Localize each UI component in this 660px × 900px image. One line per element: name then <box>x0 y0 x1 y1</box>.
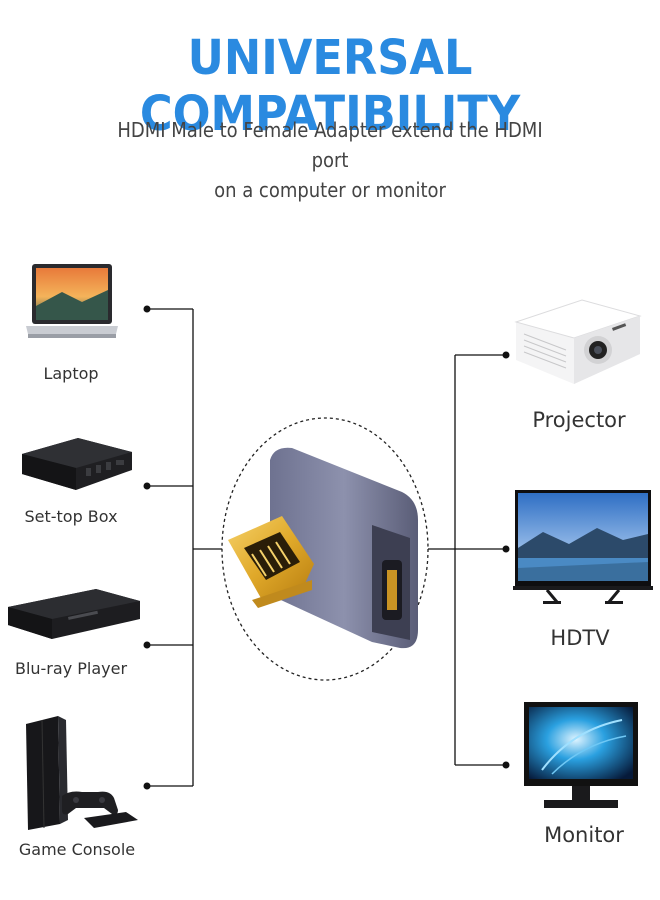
page-subtitle: HDMI Male to Female Adapter extend the H… <box>100 115 560 205</box>
game-console-icon <box>26 716 138 830</box>
subtitle-line-1: HDMI Male to Female Adapter extend the H… <box>117 118 543 172</box>
monitor-icon <box>524 702 638 808</box>
projector-icon <box>514 299 642 384</box>
hdmi-adapter-icon <box>228 447 418 649</box>
subtitle-line-2: on a computer or monitor <box>214 178 446 202</box>
device-label-monitor: Monitor <box>544 823 624 847</box>
device-label-hdtv: HDTV <box>550 626 610 650</box>
page-title: UNIVERSAL COMPATIBILITY <box>139 30 521 142</box>
laptop-icon <box>26 264 118 338</box>
device-label-game-console: Game Console <box>18 840 136 859</box>
device-label-blu-ray-player: Blu-ray Player <box>14 659 128 678</box>
set-top-box-icon <box>22 438 132 490</box>
hdtv-icon <box>513 490 653 604</box>
device-label-projector: Projector <box>532 408 626 432</box>
blu-ray-player-icon <box>8 589 140 639</box>
device-label-laptop: Laptop <box>43 364 99 383</box>
device-label-set-top-box: Set-top Box <box>24 507 118 526</box>
